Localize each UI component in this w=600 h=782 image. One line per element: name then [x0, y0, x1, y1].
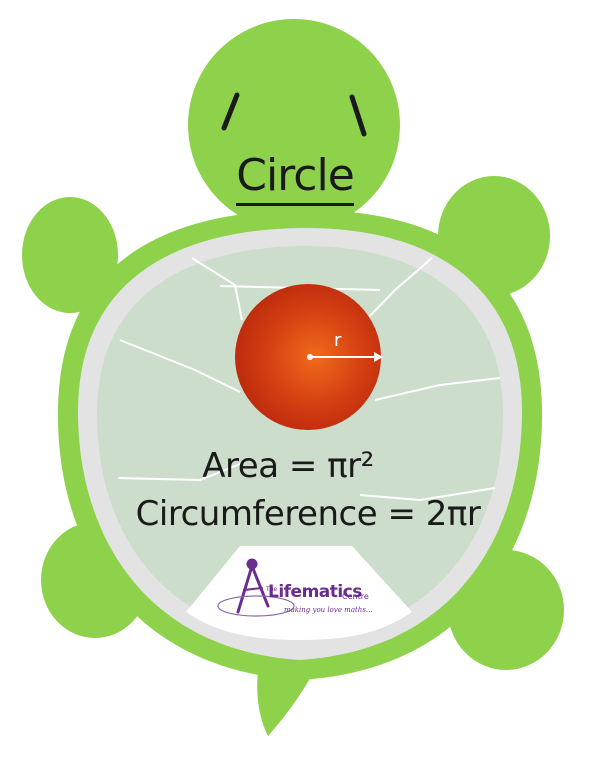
logo-suffix: Centre	[342, 592, 369, 601]
diagram-title: Circle	[220, 150, 370, 206]
logo-prefix: The	[266, 586, 278, 593]
radius-label: r	[334, 330, 342, 351]
turtle-right-eye	[349, 94, 367, 137]
shell-panel	[97, 245, 503, 640]
compass-icon	[217, 558, 295, 617]
logo-name: Lifematics	[268, 582, 362, 602]
radius-arrow	[307, 352, 383, 362]
area-formula: Area = πr²	[202, 446, 374, 486]
turtle-front-left-leg	[22, 197, 118, 313]
logo-plate	[186, 546, 412, 640]
turtle-left-eye	[221, 92, 240, 131]
circumference-formula: Circumference = 2πr	[135, 494, 481, 534]
turtle-head	[188, 19, 400, 231]
logo-tagline: making you love maths...	[284, 606, 373, 614]
title-text: Circle	[236, 150, 355, 206]
